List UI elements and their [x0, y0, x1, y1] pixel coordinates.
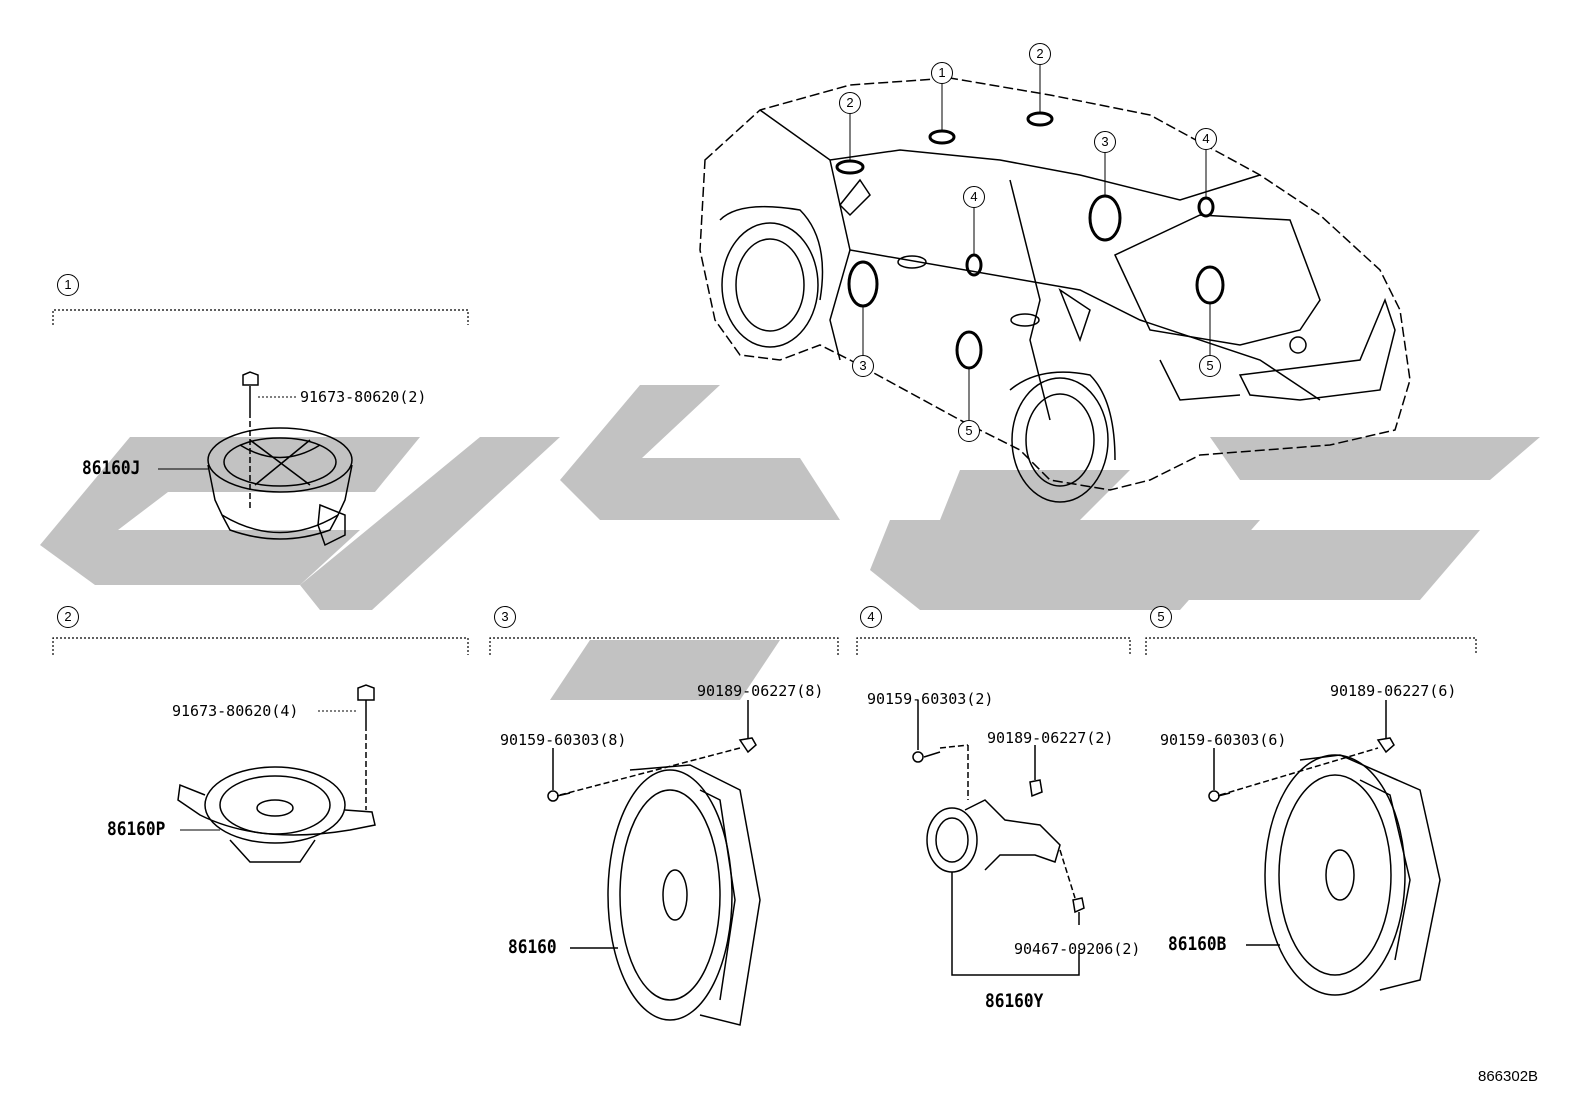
vehicle-callout: 1: [931, 62, 953, 84]
section-1-number: 1: [57, 274, 79, 296]
part-label: 86160P: [107, 818, 166, 840]
part-label: 91673-80620(2): [300, 388, 427, 406]
part-label: 90159-60303(2): [867, 690, 994, 708]
part-86160-drawing: [547, 700, 761, 1026]
part-label: 86160B: [1168, 933, 1227, 955]
vehicle-callout: 2: [839, 92, 861, 114]
section-3-number: 3: [494, 606, 516, 628]
part-label: 90189-06227(2): [987, 729, 1114, 747]
section-4-number: 4: [860, 606, 882, 628]
vehicle-callout: 4: [1195, 128, 1217, 150]
vehicle-callout: 3: [852, 355, 874, 377]
part-label: 90159-60303(8): [500, 731, 627, 749]
part-86160J-drawing: [207, 371, 353, 547]
part-label: 86160: [508, 936, 557, 958]
part-label: 86160Y: [985, 990, 1044, 1012]
vehicle-callout: 5: [958, 420, 980, 442]
diagram-code: 866302B: [1478, 1068, 1539, 1085]
section-2-number: 2: [57, 606, 79, 628]
part-86160Y-drawing: [912, 700, 1085, 976]
part-label: 90189-06227(8): [697, 682, 824, 700]
part-label: 90159-60303(6): [1160, 731, 1287, 749]
part-label: 91673-80620(4): [172, 702, 299, 720]
vehicle-callout: 4: [963, 186, 985, 208]
part-label: 90467-09206(2): [1014, 940, 1141, 958]
vehicle-callout: 3: [1094, 131, 1116, 153]
part-86160P-drawing: [177, 684, 376, 863]
part-86160B-drawing: [1208, 700, 1441, 996]
vehicle-callout: 2: [1029, 43, 1051, 65]
section-5-number: 5: [1150, 606, 1172, 628]
vehicle-callout: 5: [1199, 355, 1221, 377]
vehicle-outline: [699, 77, 1411, 503]
part-label: 86160J: [82, 457, 141, 479]
watermark-logo: [40, 385, 1540, 700]
part-label: 90189-06227(6): [1330, 682, 1457, 700]
